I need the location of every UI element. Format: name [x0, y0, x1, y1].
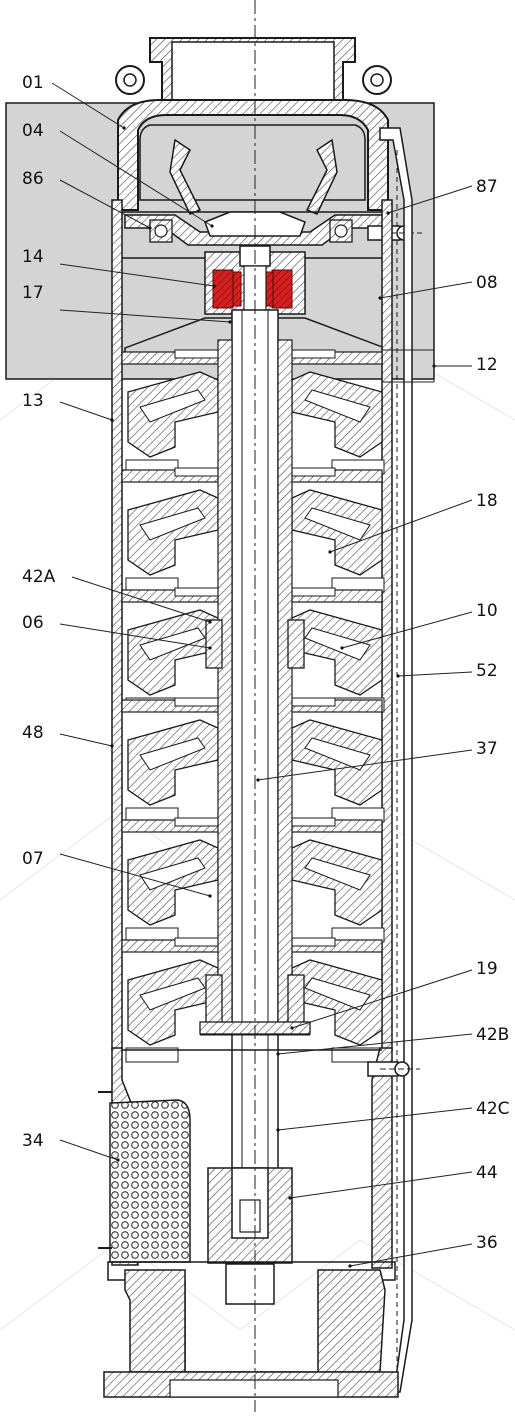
callout-leader-42a — [71, 576, 211, 623]
callout-leader-42c — [277, 1107, 473, 1131]
callout-label-14: 14 — [22, 247, 44, 267]
callout-leader-34 — [59, 1139, 119, 1161]
callout-leader-13 — [59, 401, 113, 421]
callout-dot-07 — [208, 894, 212, 898]
callout-dot-06 — [208, 646, 212, 650]
callout-leader-87 — [387, 185, 473, 214]
callout-leader-17 — [59, 309, 231, 323]
callout-leader-19 — [291, 969, 473, 1029]
callout-dot-10 — [340, 646, 344, 650]
callout-label-01: 01 — [22, 73, 44, 93]
callout-label-18: 18 — [476, 491, 498, 511]
callout-dot-34 — [116, 1158, 120, 1162]
motor-flange — [103, 1261, 399, 1398]
callout-leader-18 — [329, 499, 473, 553]
callout-label-52: 52 — [476, 661, 498, 681]
callout-leader-36 — [349, 1243, 473, 1267]
callout-leader-48 — [59, 733, 113, 747]
callout-label-36: 36 — [476, 1233, 498, 1253]
callout-dot-18 — [328, 550, 332, 554]
callout-dot-52 — [396, 674, 400, 678]
callout-dot-87 — [386, 211, 390, 215]
callout-leader-10 — [341, 611, 473, 649]
callout-label-19: 19 — [476, 959, 498, 979]
callout-dot-42a — [208, 620, 212, 624]
callout-dot-01 — [122, 126, 126, 130]
pump-stage — [121, 937, 385, 1063]
callout-dot-37 — [256, 778, 260, 782]
discharge-head — [115, 37, 392, 215]
callout-dot-13 — [110, 418, 114, 422]
callout-label-08: 08 — [476, 273, 498, 293]
callout-label-12: 12 — [476, 355, 498, 375]
callout-leader-14 — [59, 263, 215, 287]
callout-dot-08 — [378, 296, 382, 300]
callout-dot-17 — [228, 320, 232, 324]
callout-label-42b: 42B — [476, 1025, 509, 1045]
callout-leader-07 — [59, 853, 211, 897]
callout-dot-14 — [212, 284, 216, 288]
callout-label-87: 87 — [476, 177, 498, 197]
callout-dot-42b — [276, 1052, 280, 1056]
callout-dot-19 — [290, 1026, 294, 1030]
callout-label-34: 34 — [22, 1131, 44, 1151]
callout-dot-86 — [148, 226, 152, 230]
callout-dot-44 — [288, 1196, 292, 1200]
callout-label-06: 06 — [22, 613, 44, 633]
callout-leader-44 — [289, 1171, 473, 1199]
callout-label-07: 07 — [22, 849, 44, 869]
callout-leader-01 — [51, 82, 125, 129]
strainer — [98, 1091, 191, 1263]
callout-leader-06 — [59, 623, 211, 649]
callout-leader-42b — [277, 1033, 473, 1055]
callout-dot-48 — [110, 744, 114, 748]
callout-leader-52 — [397, 671, 473, 677]
callout-leader-86 — [59, 179, 151, 229]
shaft-coupling — [207, 1167, 293, 1305]
callout-bracket-12 — [382, 349, 435, 383]
callout-leader-04 — [59, 130, 213, 227]
callout-label-42a: 42A — [22, 567, 56, 587]
intermediate-bearings — [199, 619, 311, 1035]
callout-label-10: 10 — [476, 601, 498, 621]
callout-label-17: 17 — [22, 283, 44, 303]
callout-dot-42c — [276, 1128, 280, 1132]
callout-leaders — [51, 82, 473, 1268]
callout-label-37: 37 — [476, 739, 498, 759]
callout-dot-04 — [210, 224, 214, 228]
callout-label-48: 48 — [22, 723, 44, 743]
callout-label-86: 86 — [22, 169, 44, 189]
callout-labels: 01 04 86 14 17 13 42A 06 48 07 34 87 08 12 18 10 52 37 19 4… — [22, 73, 510, 1253]
callout-leader-37 — [257, 749, 473, 781]
callout-label-42c: 42C — [476, 1099, 510, 1119]
callout-dot-36 — [348, 1264, 352, 1268]
callout-label-13: 13 — [22, 391, 44, 411]
callout-label-44: 44 — [476, 1163, 498, 1183]
pump-stage — [121, 467, 385, 593]
callout-leader-08 — [379, 281, 473, 299]
callout-label-04: 04 — [22, 121, 44, 141]
